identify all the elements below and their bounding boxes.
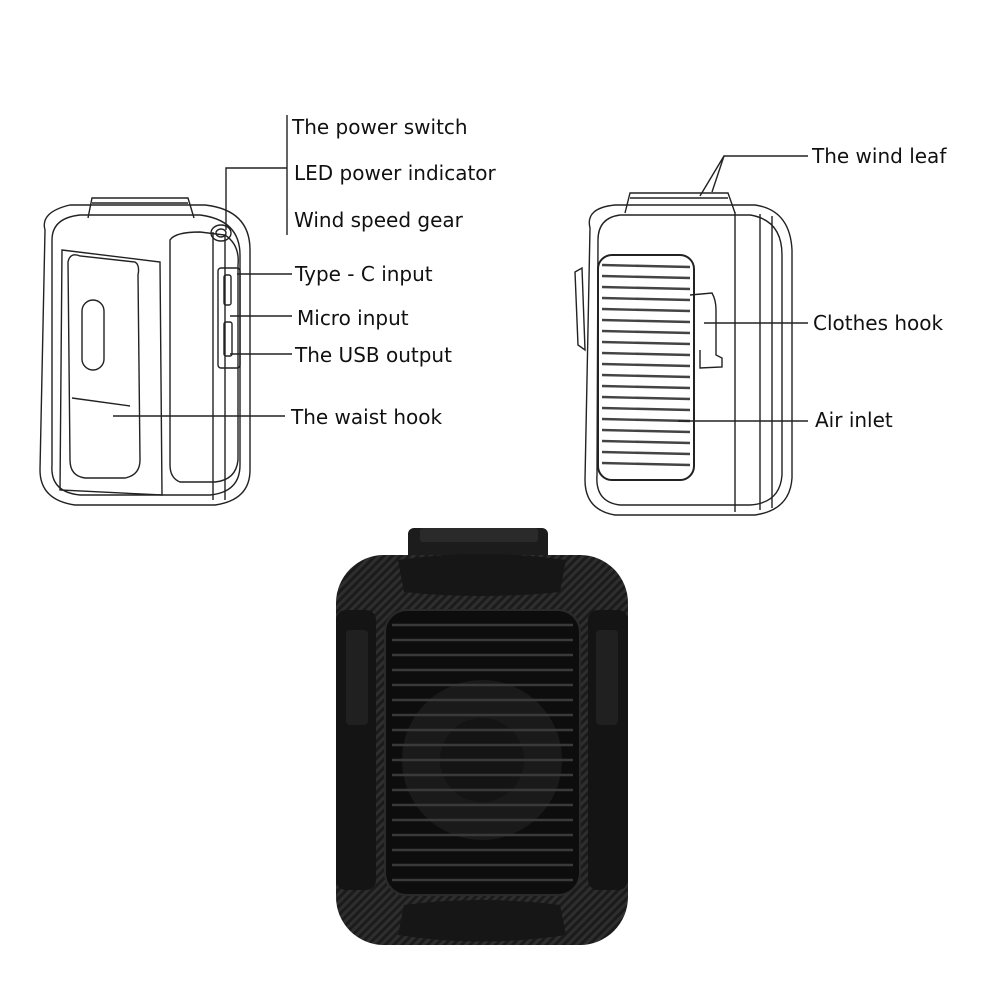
label-type-c-input: Type - C input: [295, 262, 433, 286]
label-wind-speed-gear: Wind speed gear: [294, 208, 463, 232]
label-usb-output: The USB output: [295, 343, 452, 367]
bottom-device-grille: [392, 623, 573, 882]
right-device-drawing: [574, 192, 793, 516]
label-waist-hook: The waist hook: [291, 405, 443, 429]
label-air-inlet: Air inlet: [815, 408, 893, 432]
right-leader-lines: [678, 155, 808, 422]
label-power-switch: The power switch: [292, 115, 468, 139]
label-clothes-hook: Clothes hook: [813, 311, 944, 335]
left-leader-lines: [113, 115, 292, 417]
bottom-device-render: [336, 528, 628, 945]
label-micro-input: Micro input: [297, 306, 409, 330]
label-led-power-indicator: LED power indicator: [294, 161, 496, 185]
label-wind-leaf: The wind leaf: [812, 144, 947, 168]
left-device-drawing: [39, 197, 251, 506]
air-inlet-grille: [601, 263, 691, 467]
